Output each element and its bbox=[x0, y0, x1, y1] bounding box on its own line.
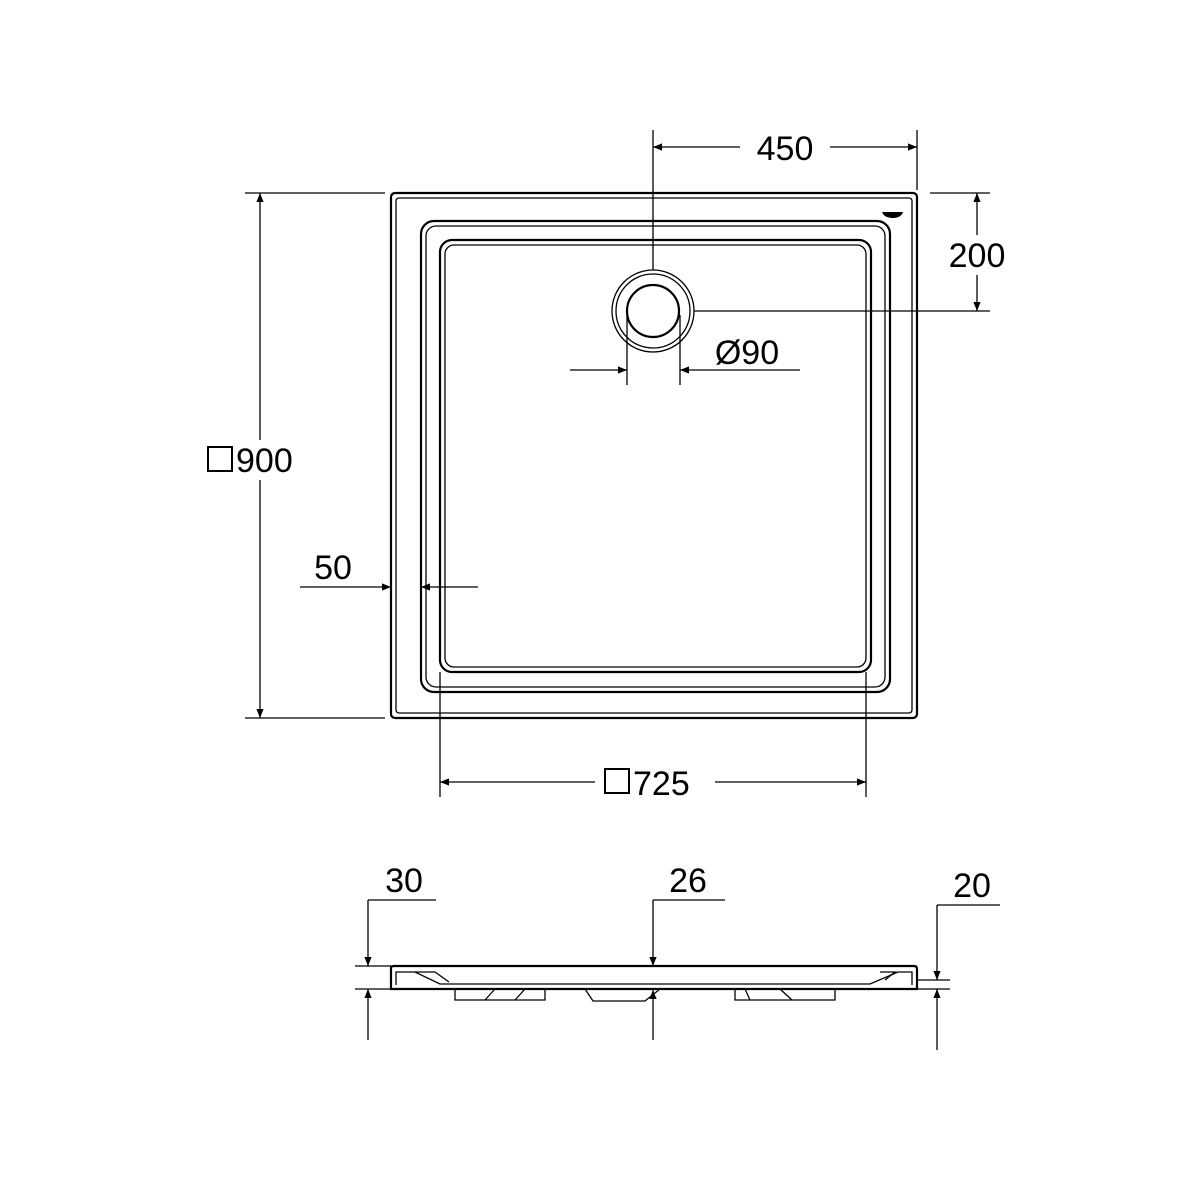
dim-725: 725 bbox=[439, 672, 867, 803]
dim-900: 900 bbox=[207, 192, 385, 719]
dim-200: 200 bbox=[694, 192, 1006, 312]
dim-30-label: 30 bbox=[385, 862, 423, 900]
dim-26: 26 bbox=[649, 862, 725, 1040]
dim-20: 20 bbox=[917, 867, 1000, 1050]
tray-plan-view bbox=[389, 191, 919, 720]
dim-diameter-label: Ø90 bbox=[715, 334, 779, 372]
logo-mark-icon bbox=[882, 212, 903, 218]
tray-side-view bbox=[389, 964, 919, 1002]
dim-900-label: 900 bbox=[236, 442, 293, 480]
dim-50-label: 50 bbox=[314, 549, 352, 587]
dim-30: 30 bbox=[355, 862, 436, 1040]
dim-725-label: 725 bbox=[633, 765, 690, 803]
drain bbox=[611, 269, 695, 353]
dim-26-label: 26 bbox=[669, 862, 707, 900]
dim-20-label: 20 bbox=[953, 867, 991, 905]
square-symbol-icon bbox=[207, 446, 233, 472]
dim-50: 50 bbox=[300, 549, 478, 600]
dim-200-label: 200 bbox=[949, 237, 1006, 275]
square-symbol-icon bbox=[604, 768, 630, 794]
dim-450: 450 bbox=[652, 130, 918, 270]
dim-diameter-90: Ø90 bbox=[570, 315, 800, 385]
dim-450-label: 450 bbox=[757, 130, 814, 168]
